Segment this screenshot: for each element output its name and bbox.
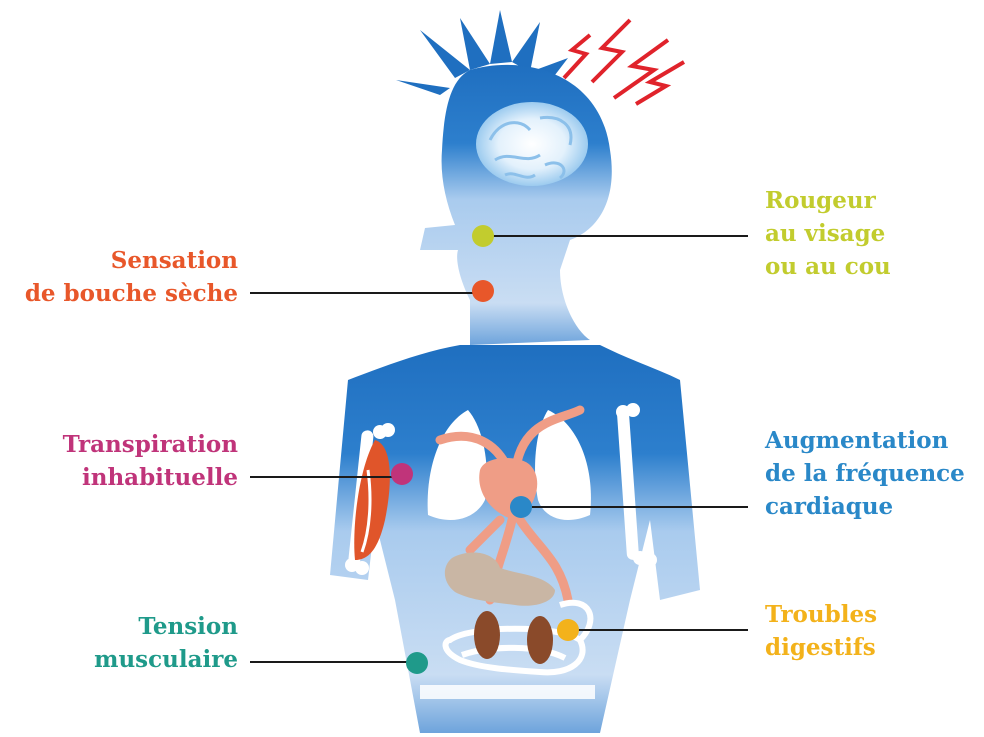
label-line: de bouche sèche bbox=[0, 277, 238, 310]
label-line: Tension bbox=[0, 610, 238, 643]
belt bbox=[420, 685, 595, 699]
label-line: Troubles bbox=[765, 598, 975, 631]
dot-sweating bbox=[391, 463, 413, 485]
label-line: Sensation bbox=[0, 244, 238, 277]
label-heart-rate: Augmentation de la fréquence cardiaque bbox=[765, 424, 980, 523]
dot-heart-rate bbox=[510, 496, 532, 518]
torso bbox=[330, 345, 700, 733]
label-line: cardiaque bbox=[765, 490, 980, 523]
label-muscle-tension: Tension musculaire bbox=[0, 610, 238, 676]
label-line: ou au cou bbox=[765, 250, 975, 283]
label-digestive: Troubles digestifs bbox=[765, 598, 975, 664]
dot-digestive bbox=[557, 619, 579, 641]
label-dry-mouth: Sensation de bouche sèche bbox=[0, 244, 238, 310]
brain-icon bbox=[476, 102, 588, 186]
dot-dry-mouth bbox=[472, 280, 494, 302]
label-line: Rougeur bbox=[765, 184, 975, 217]
label-face-redness: Rougeur au visage ou au cou bbox=[765, 184, 975, 283]
label-line: de la fréquence bbox=[765, 457, 980, 490]
dot-muscle-tension bbox=[406, 652, 428, 674]
dot-face-redness bbox=[472, 225, 494, 247]
label-line: Augmentation bbox=[765, 424, 980, 457]
label-sweating: Transpiration inhabituelle bbox=[0, 428, 238, 494]
label-line: Transpiration bbox=[0, 428, 238, 461]
label-line: au visage bbox=[765, 217, 975, 250]
label-line: inhabituelle bbox=[0, 461, 238, 494]
label-line: musculaire bbox=[0, 643, 238, 676]
label-line: digestifs bbox=[765, 631, 975, 664]
lightning-icon bbox=[564, 20, 684, 104]
